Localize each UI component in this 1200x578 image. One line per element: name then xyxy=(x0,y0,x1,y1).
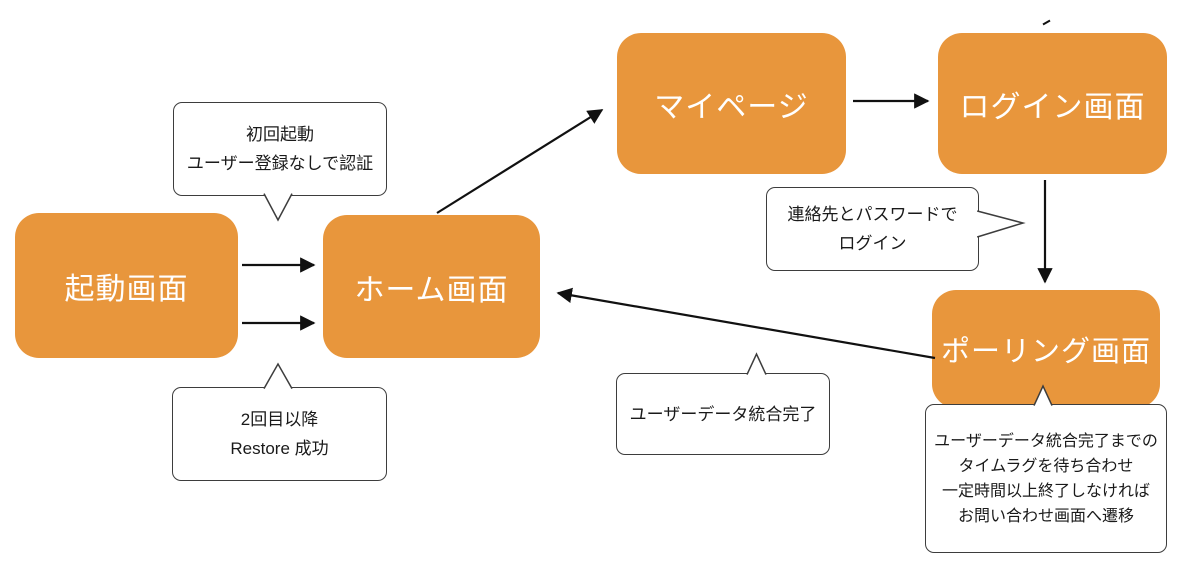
stray-mark xyxy=(1042,19,1051,26)
callout-first-launch: 初回起動 ユーザー登録なしで認証 xyxy=(173,102,387,196)
callout-line: ユーザーデータ統合完了 xyxy=(629,404,817,424)
node-mypage-screen: マイページ xyxy=(617,33,846,174)
node-login-screen: ログイン画面 xyxy=(938,33,1167,174)
node-login-label: ログイン画面 xyxy=(959,90,1146,124)
node-polling-label: ポーリング画面 xyxy=(940,336,1151,368)
pointer-integration-complete-up xyxy=(746,352,767,375)
callout-line: 一定時間以上終了しなければ xyxy=(941,482,1150,500)
node-home-label: ホーム画面 xyxy=(354,273,509,307)
callout-integration-complete: ユーザーデータ統合完了 xyxy=(616,373,830,455)
arrow-home-to-mypage xyxy=(436,109,604,214)
arrow-polling-to-home xyxy=(556,287,936,360)
pointer-repeat-launch-up xyxy=(263,362,293,389)
callout-line: Restore 成功 xyxy=(230,439,329,458)
node-polling-screen: ポーリング画面 xyxy=(932,290,1160,408)
callout-line: 連絡先とパスワードで xyxy=(787,205,958,224)
callout-line: お問い合わせ画面へ遷移 xyxy=(957,507,1134,525)
node-home-screen: ホーム画面 xyxy=(323,215,540,358)
pointer-first-launch-down xyxy=(263,193,293,222)
callout-line: ログイン xyxy=(838,234,907,253)
node-mypage-label: マイページ xyxy=(654,90,809,124)
callout-line: タイムラグを待ち合わせ xyxy=(958,457,1134,475)
pointer-login-method-right xyxy=(976,210,1026,238)
callout-line: 2回目以降 xyxy=(240,410,319,429)
node-launch-label: 起動画面 xyxy=(64,272,189,306)
callout-line: 初回起動 xyxy=(246,125,314,144)
callout-line: ユーザーデータ統合完了までの xyxy=(934,432,1158,450)
node-launch-screen: 起動画面 xyxy=(15,213,238,358)
callout-polling-wait: ユーザーデータ統合完了までの タイムラグを待ち合わせ 一定時間以上終了しなければ… xyxy=(925,404,1167,553)
callout-line: ユーザー登録なしで認証 xyxy=(186,154,374,173)
callout-login-method: 連絡先とパスワードで ログイン xyxy=(766,187,979,271)
callout-repeat-launch: 2回目以降 Restore 成功 xyxy=(172,387,387,481)
